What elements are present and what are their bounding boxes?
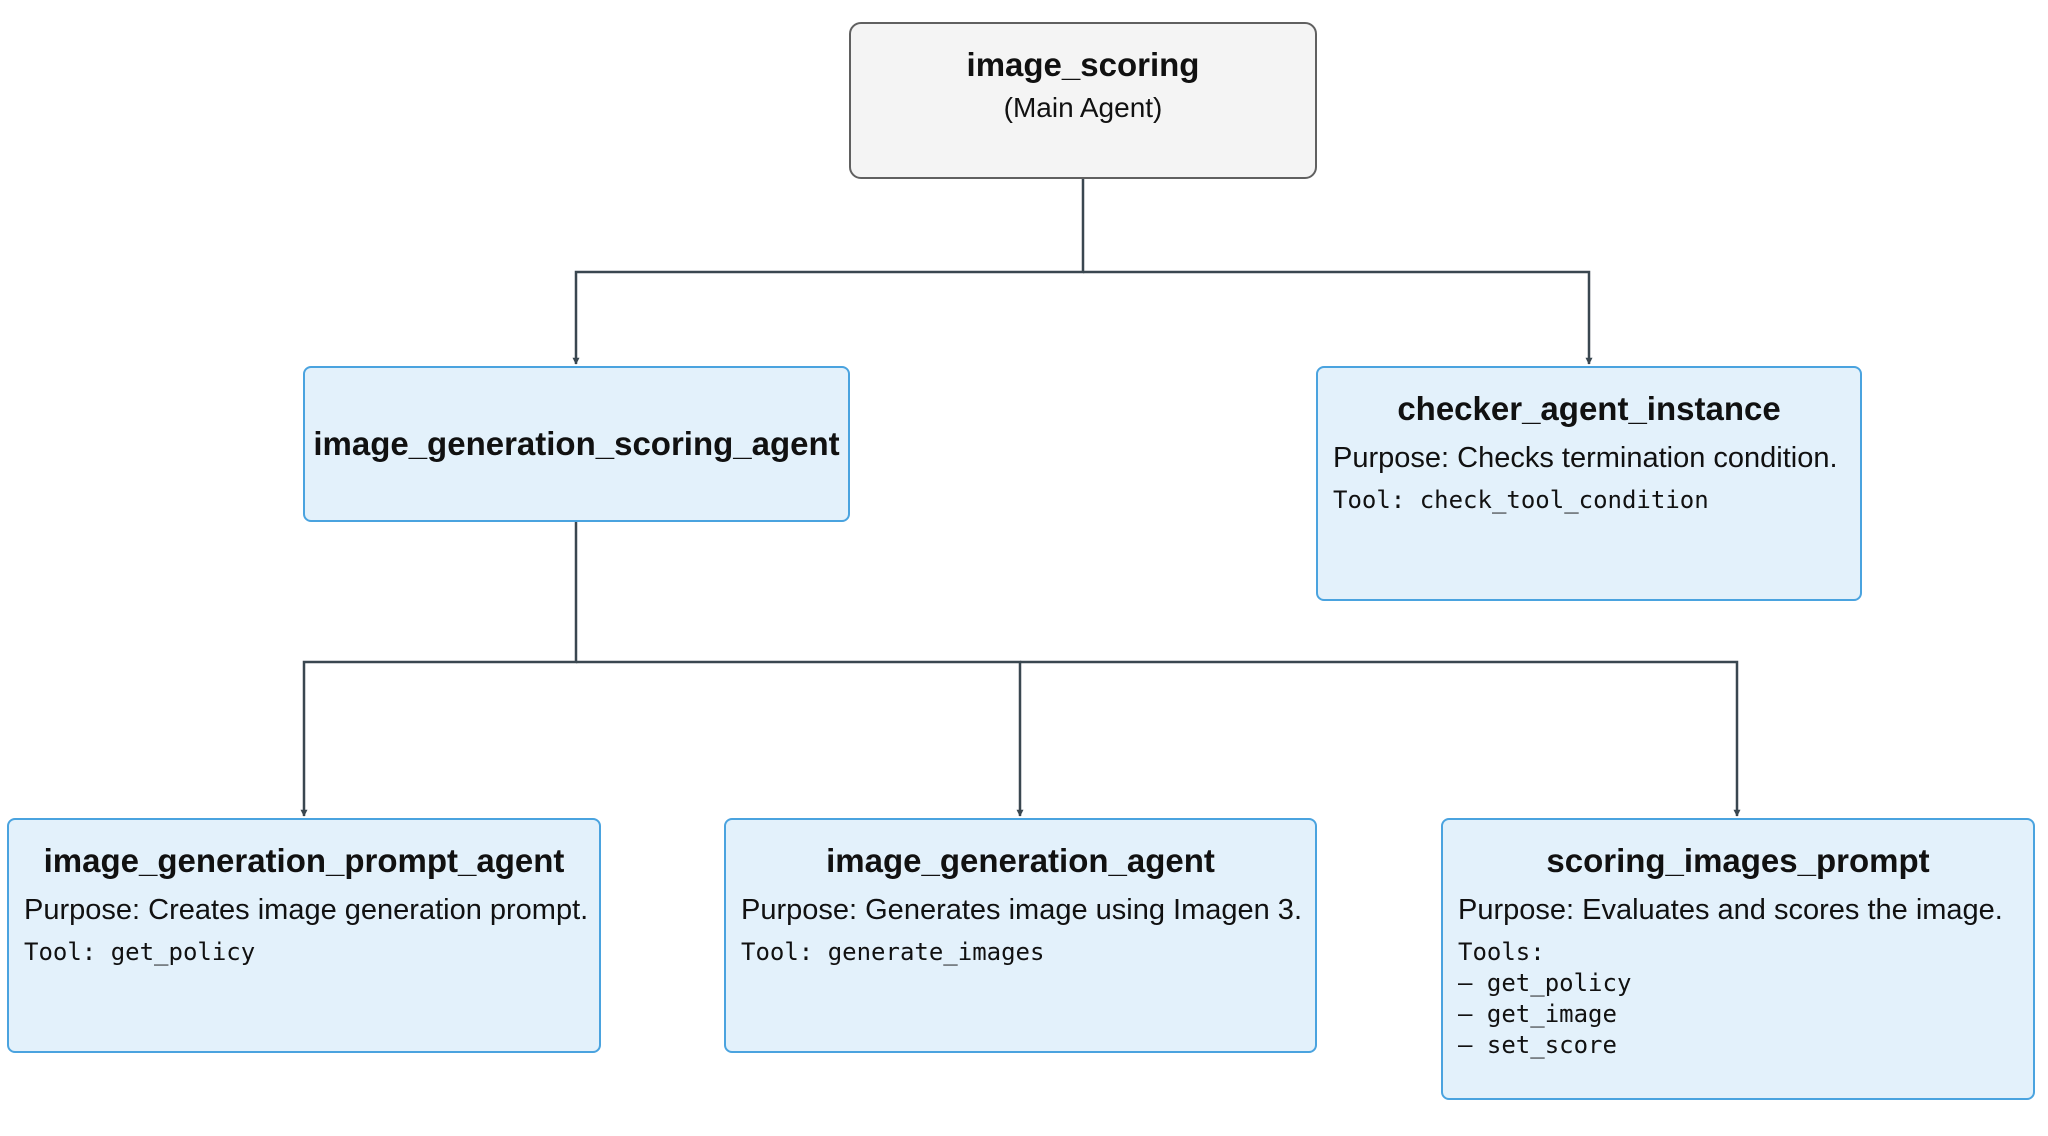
connector-scoring-agent-to-generation-agent bbox=[576, 660, 1024, 817]
node-title: scoring_images_prompt bbox=[1546, 842, 1930, 879]
node-tools-label: Tools: bbox=[1458, 938, 1545, 966]
node-scoring-images-prompt: scoring_images_prompt Purpose: Evaluates… bbox=[1441, 818, 2035, 1100]
node-tool: Tool: get_policy bbox=[24, 938, 256, 966]
node-purpose: Purpose: Creates image generation prompt… bbox=[24, 894, 589, 926]
node-purpose: Purpose: Evaluates and scores the image. bbox=[1458, 894, 2003, 926]
node-checker-agent-instance: checker_agent_instance Purpose: Checks t… bbox=[1316, 366, 1862, 601]
node-title: image_generation_scoring_agent bbox=[313, 425, 840, 462]
node-title: image_scoring bbox=[966, 46, 1200, 83]
node-tool-item: – get_image bbox=[1458, 1000, 1617, 1028]
node-tool-item: – set_score bbox=[1458, 1031, 1617, 1059]
node-purpose: Purpose: Generates image using Imagen 3. bbox=[741, 894, 1302, 926]
node-title: image_generation_prompt_agent bbox=[43, 842, 565, 879]
node-image-generation-prompt-agent: image_generation_prompt_agent Purpose: C… bbox=[7, 818, 601, 1053]
node-title: image_generation_agent bbox=[826, 842, 1215, 879]
connector-root-to-checker bbox=[1083, 270, 1593, 365]
node-subtitle: (Main Agent) bbox=[1003, 92, 1163, 123]
node-image-generation-scoring-agent: image_generation_scoring_agent bbox=[303, 366, 850, 522]
node-tool: Tool: check_tool_condition bbox=[1333, 486, 1709, 514]
node-tool-item: – get_policy bbox=[1458, 969, 1632, 997]
root-node-image-scoring: image_scoring (Main Agent) bbox=[849, 22, 1317, 179]
connector-root-to-scoring-agent bbox=[572, 178, 1085, 365]
connector-scoring-agent-to-scoring-prompt bbox=[1020, 660, 1741, 817]
node-image-generation-agent: image_generation_agent Purpose: Generate… bbox=[724, 818, 1317, 1053]
node-purpose: Purpose: Checks termination condition. bbox=[1333, 442, 1838, 474]
node-tool: Tool: generate_images bbox=[741, 938, 1045, 966]
connector-scoring-agent-to-prompt-agent bbox=[300, 521, 578, 817]
node-title: checker_agent_instance bbox=[1397, 390, 1781, 427]
